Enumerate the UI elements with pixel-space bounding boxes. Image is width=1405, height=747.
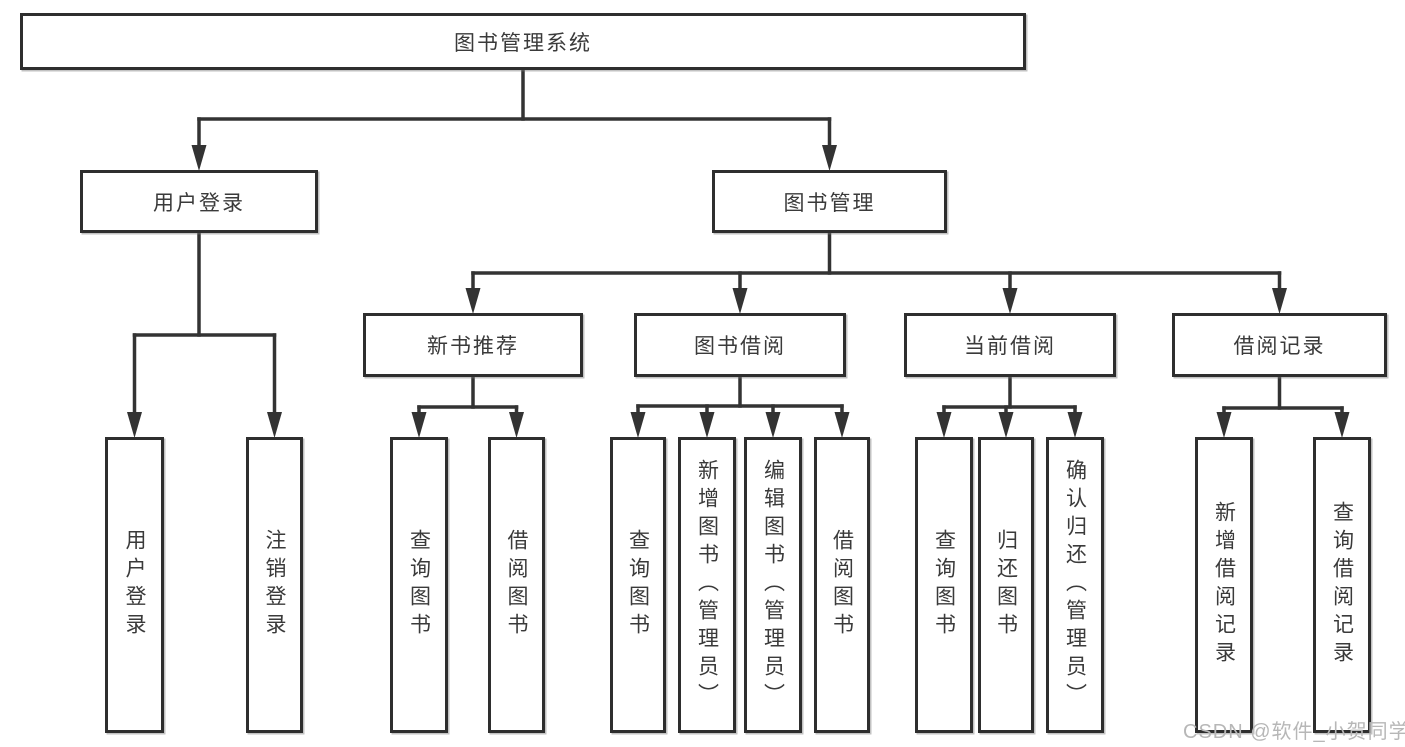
node-label-new-book-rec: 新书推荐 — [427, 335, 519, 358]
node-leaf-br-query: 查询借阅记录 — [1313, 437, 1371, 733]
arrowhead-icon — [1002, 288, 1018, 314]
arrowhead-icon — [267, 412, 282, 438]
arrowhead-icon — [465, 288, 481, 314]
node-label-book-borrow: 图书借阅 — [694, 335, 786, 358]
connector-group-current-borrow — [936, 373, 1083, 438]
node-label-current-borrow: 当前借阅 — [964, 335, 1056, 358]
node-leaf-bb-query: 查询图书 — [610, 437, 666, 733]
node-label-leaf-cb-query: 查询图书 — [932, 529, 956, 641]
node-leaf-nb-query: 查询图书 — [390, 437, 448, 733]
node-label-leaf-nb-borrow: 借阅图书 — [505, 529, 528, 641]
connector-group-root — [191, 66, 837, 171]
node-leaf-user-login: 用户登录 — [105, 437, 164, 733]
arrowhead-icon — [936, 412, 952, 438]
node-new-book-rec: 新书推荐 — [363, 313, 583, 377]
node-leaf-nb-borrow: 借阅图书 — [488, 437, 545, 733]
arrowhead-icon — [732, 288, 748, 314]
arrowhead-icon — [1067, 412, 1083, 438]
node-label-leaf-cb-return: 归还图书 — [994, 529, 1018, 641]
node-label-root: 图书管理系统 — [454, 31, 592, 55]
node-leaf-cb-query: 查询图书 — [915, 437, 973, 733]
connector-group-new-book-rec — [411, 373, 524, 438]
node-label-leaf-logout: 注销登录 — [263, 529, 286, 641]
connector-group-book-borrow — [630, 373, 850, 438]
arrowhead-icon — [1272, 288, 1287, 314]
node-label-leaf-nb-query: 查询图书 — [407, 529, 431, 641]
arrowhead-icon — [699, 412, 715, 438]
arrowhead-icon — [191, 145, 207, 171]
node-label-book-mgmt: 图书管理 — [783, 191, 876, 215]
arrowhead-icon — [509, 412, 524, 438]
node-leaf-bb-edit: 编辑图书（管理员） — [744, 437, 802, 733]
node-leaf-cb-return: 归还图书 — [978, 437, 1034, 733]
node-label-user-login: 用户登录 — [153, 191, 245, 215]
node-leaf-br-add: 新增借阅记录 — [1195, 437, 1253, 733]
arrowhead-icon — [1216, 412, 1232, 438]
node-borrow-records: 借阅记录 — [1172, 313, 1387, 377]
node-book-mgmt: 图书管理 — [712, 170, 947, 233]
node-leaf-cb-confirm: 确认归还（管理员） — [1046, 437, 1104, 733]
node-book-borrow: 图书借阅 — [634, 313, 846, 377]
arrowhead-icon — [822, 145, 837, 171]
node-label-leaf-bb-query: 查询图书 — [626, 529, 650, 641]
arrowhead-icon — [127, 412, 142, 438]
node-label-leaf-bb-edit: 编辑图书（管理员） — [761, 459, 785, 711]
connector-group-user-login — [127, 229, 282, 438]
node-label-leaf-br-query: 查询借阅记录 — [1330, 501, 1354, 669]
node-current-borrow: 当前借阅 — [904, 313, 1116, 377]
connector-group-borrow-records — [1216, 373, 1350, 438]
arrowhead-icon — [834, 412, 850, 438]
connector-group-book-mgmt — [465, 229, 1287, 314]
node-leaf-bb-borrow: 借阅图书 — [814, 437, 870, 733]
arrowhead-icon — [1334, 412, 1350, 438]
arrowhead-icon — [765, 412, 781, 438]
node-root: 图书管理系统 — [20, 13, 1026, 70]
node-label-borrow-records: 借阅记录 — [1233, 335, 1326, 358]
arrowhead-icon — [411, 412, 427, 438]
node-label-leaf-user-login: 用户登录 — [123, 529, 146, 641]
node-label-leaf-cb-confirm: 确认归还（管理员） — [1063, 459, 1087, 711]
arrowhead-icon — [630, 412, 646, 438]
arrowhead-icon — [998, 412, 1014, 438]
node-user-login: 用户登录 — [80, 170, 318, 233]
node-label-leaf-bb-borrow: 借阅图书 — [830, 529, 854, 641]
node-label-leaf-br-add: 新增借阅记录 — [1212, 501, 1236, 669]
node-label-leaf-bb-add: 新增图书（管理员） — [695, 459, 719, 711]
node-leaf-bb-add: 新增图书（管理员） — [678, 437, 736, 733]
node-leaf-logout: 注销登录 — [246, 437, 303, 733]
